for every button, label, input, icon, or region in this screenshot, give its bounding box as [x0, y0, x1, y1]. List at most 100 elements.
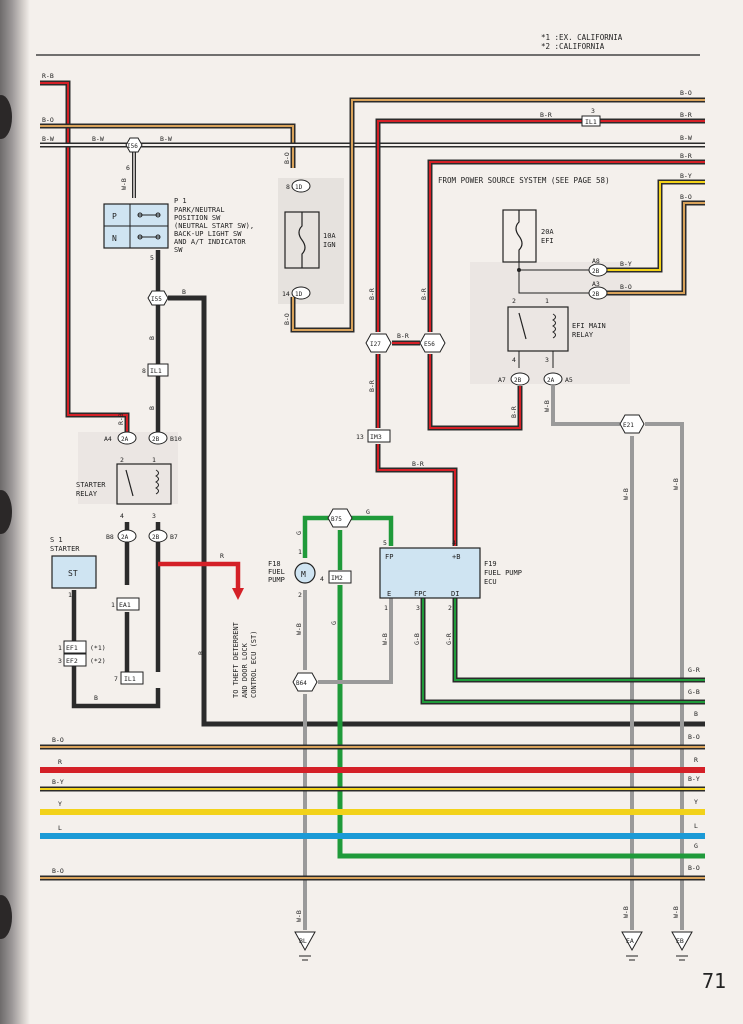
pin-label: 1 — [68, 591, 72, 599]
wire-label: R — [58, 758, 62, 766]
wire-label: W-B — [543, 400, 551, 412]
starter — [51, 555, 97, 589]
wire-label: B — [197, 651, 205, 655]
wire-label: B-O — [42, 116, 54, 124]
wire-label: B — [148, 336, 156, 340]
connector-2b-b7: 2B — [148, 529, 168, 543]
wire-label: B-R — [412, 460, 424, 468]
connector-i56: I56 — [125, 137, 143, 153]
junction-dot — [517, 268, 521, 272]
pin-label: 8 — [286, 183, 290, 191]
ecu-pin-fpc: FPC — [414, 590, 427, 598]
switch-node — [137, 212, 143, 218]
connector-label: 2B — [514, 377, 522, 384]
motor-symbol: M — [301, 570, 306, 579]
pin-label: A8 — [592, 257, 600, 265]
binder-hole — [0, 95, 12, 139]
connector-e21: E21 — [619, 414, 645, 434]
wire-b-r-bus-stripe — [429, 161, 705, 332]
wire-b-r-ecu-stripe — [377, 444, 456, 546]
pin-label: 3 — [416, 604, 420, 612]
wire-label: G — [295, 531, 303, 535]
connector-label: EA1 — [119, 601, 131, 609]
wire-label: R — [694, 756, 698, 764]
pin-label: B10 — [170, 435, 182, 443]
connector-label: I56 — [127, 143, 138, 150]
wire-label: G — [694, 842, 698, 850]
pin-label: 2 — [298, 591, 302, 599]
pin-label: 4 — [120, 512, 124, 520]
theft-label: TO THEFT DETERRENT — [232, 621, 240, 698]
wire-label: G-B — [413, 633, 421, 645]
wire-label: B-R — [540, 111, 552, 119]
pin-label: 4 — [452, 539, 456, 547]
note-california: *2 :CALIFORNIA — [541, 42, 605, 51]
connector-2a-b8: 2A — [117, 529, 137, 543]
connector-label: 1D — [295, 291, 303, 298]
binder-hole — [0, 895, 12, 939]
wire-g-r — [452, 598, 705, 683]
connector-label: 2A — [547, 377, 555, 384]
connector-2b-a8: 2B — [588, 263, 608, 277]
ecu-pin-pb: +B — [452, 553, 460, 561]
source-area — [430, 166, 705, 174]
pin-label: 3 — [58, 657, 62, 665]
connector-1d-bottom: 1D — [291, 286, 311, 300]
note-ex-california: *1 :EX. CALIFORNIA — [541, 33, 623, 42]
connector-label: EF1 — [66, 644, 78, 652]
wire-g-pump — [302, 515, 330, 558]
wire-label: B-O — [680, 89, 692, 97]
wire-label: B-O — [620, 283, 632, 291]
ign-fuse-name: IGN — [323, 241, 336, 249]
connector-label: EF2 — [66, 657, 78, 665]
p1-desc: AND A/T INDICATOR — [174, 238, 246, 246]
connector-im3: IM3 — [367, 429, 391, 443]
pin-label: A5 — [565, 376, 573, 384]
connector-il1: IL1 — [147, 363, 169, 377]
wire-label: R-B — [117, 413, 125, 425]
fuse-symbol — [298, 212, 306, 268]
pin-label: 3 — [545, 356, 549, 364]
starter-id: S 1 — [50, 536, 63, 544]
wire-label: W-B — [295, 623, 303, 635]
ign-fuse-rating: 10A — [323, 232, 336, 240]
connector-ea1: EA1 — [116, 597, 140, 611]
wire-b-y-stripe — [606, 181, 705, 271]
power-source-text: FROM POWER SOURCE SYSTEM (SEE PAGE 58) — [438, 176, 610, 185]
fuel-pump-ecu — [379, 547, 481, 599]
efi-fuse-name: EFI — [541, 237, 554, 245]
efi-main-relay — [507, 306, 569, 352]
connector-label: 2B — [152, 534, 160, 541]
ground-ea-label: EA — [626, 937, 634, 945]
ecu-pin-di: DI — [451, 590, 459, 598]
connector-2b-a3: 2B — [588, 286, 608, 300]
connector-2b-a7: 2B — [510, 372, 530, 386]
wire-label: B-R — [397, 332, 409, 340]
connector-label: E21 — [623, 422, 634, 429]
relay-coil — [552, 313, 556, 339]
wire-b-ef — [71, 590, 161, 709]
starter-relay-name: STARTER — [76, 481, 106, 489]
wire-label: B-O — [688, 733, 700, 741]
f19-name: FUEL PUMP — [484, 569, 522, 577]
connector-b75: B75 — [327, 508, 353, 528]
connector-2a-starter: 2A — [117, 431, 137, 445]
pin-label: 3 — [591, 107, 595, 115]
shaded-area — [470, 262, 630, 384]
connector-label: 2B — [152, 436, 160, 443]
connector-i27: I27 — [365, 333, 392, 353]
efi-link — [518, 262, 590, 294]
wire-g-b — [420, 598, 705, 705]
wire-label: G-R — [445, 633, 453, 645]
connector-2a-a5: 2A — [543, 372, 563, 386]
f19-name: ECU — [484, 578, 497, 586]
connector-1d-top: 1D — [291, 179, 311, 193]
pin-label: 2 — [120, 456, 124, 464]
pin-label: 5 — [383, 539, 387, 547]
connector-2b-starter: 2B — [148, 431, 168, 445]
f18-id: F18 — [268, 560, 281, 568]
wire-label: Y — [58, 800, 62, 808]
wire-label: B-R — [420, 288, 428, 300]
ground-bl-icon — [294, 931, 316, 961]
